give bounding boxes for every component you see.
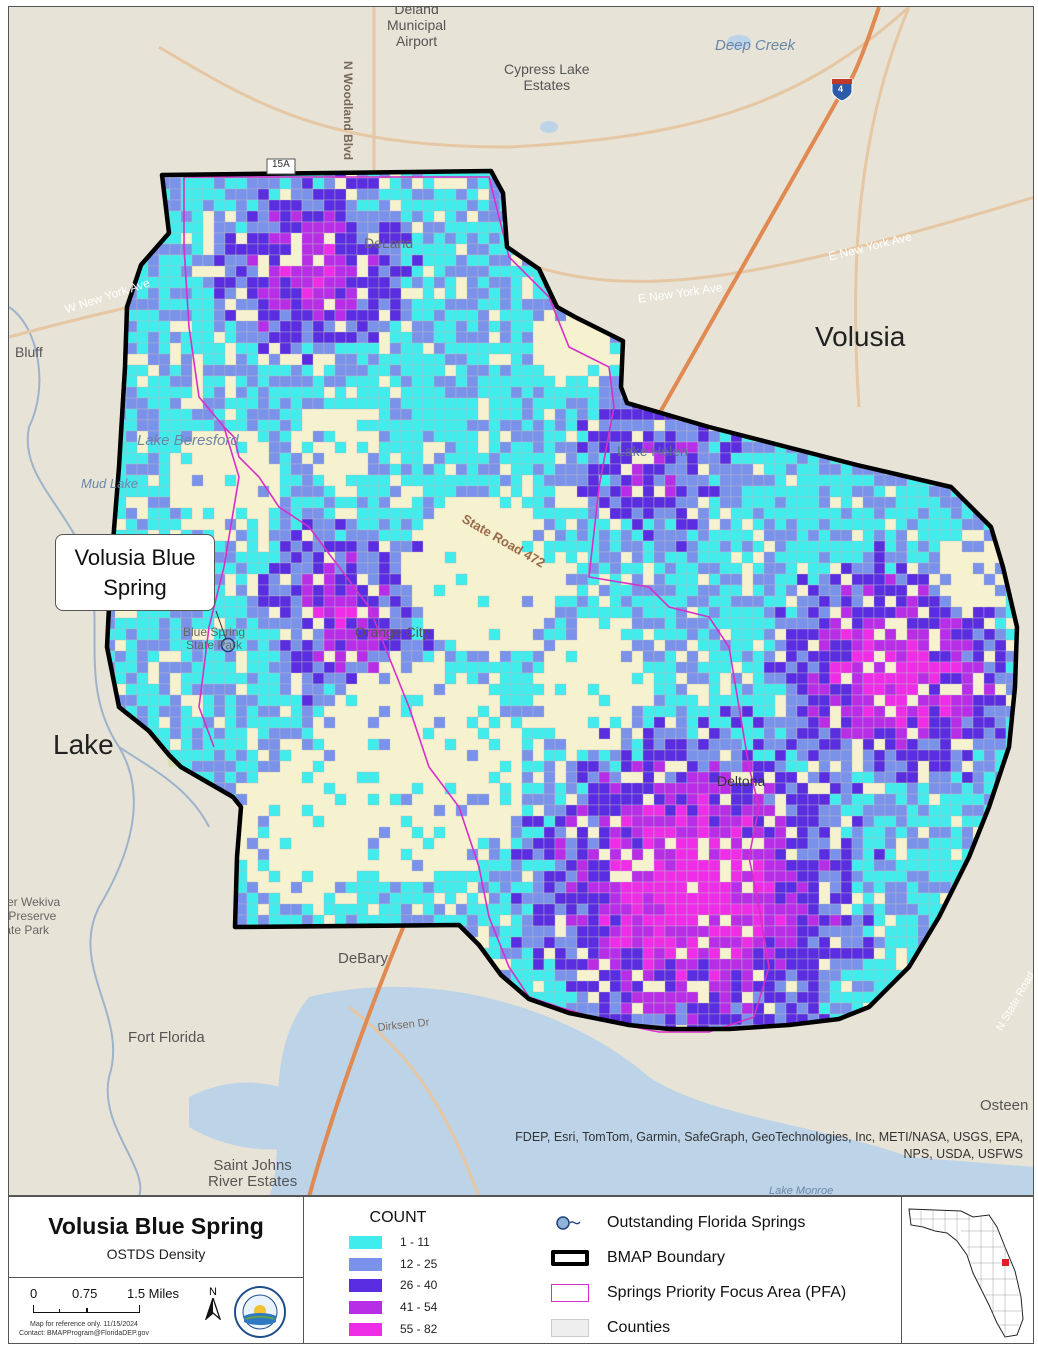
legend-divider-1 <box>303 1197 304 1343</box>
counties-swatch <box>549 1317 591 1339</box>
place-label-osteen: Osteen <box>980 1097 1029 1114</box>
count-class-4: 41 - 54 <box>349 1299 437 1315</box>
spring-marker-icon[interactable] <box>215 610 236 653</box>
florida-locator-icon <box>908 1208 1024 1338</box>
legend-label-counties: Counties <box>607 1319 671 1336</box>
place-label-debary: DeBary <box>338 950 389 967</box>
place-label-lake-helen: Lake Helen <box>617 443 688 459</box>
count-label-1: 1 - 11 <box>400 1235 430 1249</box>
place-label-deland: DeLand <box>364 235 414 251</box>
place-label-saint-johns: Saint Johns River Estates <box>208 1157 298 1190</box>
count-class-2: 12 - 25 <box>349 1256 437 1272</box>
legend-label-bmap: BMAP Boundary <box>607 1249 725 1266</box>
legend-panel: Volusia Blue Spring OSTDS Density 0 0.75… <box>8 1196 1034 1344</box>
count-class-1: 1 - 11 <box>349 1234 430 1250</box>
map-note: Map for reference only. 11/15/2024 Conta… <box>19 1321 149 1337</box>
county-label-volusia: Volusia <box>815 321 906 352</box>
place-label-deland-airport: Deland Municipal Airport <box>387 6 447 49</box>
count-legend: COUNT 1 - 11 12 - 25 26 - 40 41 - 54 55 … <box>303 1197 499 1343</box>
count-class-3: 26 - 40 <box>349 1277 437 1293</box>
title-panel: Volusia Blue Spring OSTDS Density <box>9 1197 303 1277</box>
spring-callout[interactable]: Volusia Blue Spring <box>55 534 215 611</box>
pfa-boundary-west <box>198 426 240 748</box>
count-swatch-5 <box>349 1322 382 1336</box>
map-credits: FDEP, Esri, TomTom, Garmin, SafeGraph, G… <box>515 1130 1023 1161</box>
scale-bar-mid-tick <box>86 1308 88 1313</box>
place-label-wekiva: ver Wekiva r Preserve tate Park <box>8 895 61 937</box>
interstate-shield-icon <box>831 78 853 102</box>
locator-map <box>901 1197 1033 1343</box>
water-label-deep-creek: Deep Creek <box>715 37 796 54</box>
bmap-boundary <box>104 168 1020 1032</box>
scale-tick-mid: 0.75 <box>72 1286 98 1301</box>
locator-highlight <box>1002 1259 1009 1266</box>
road-label-i4: 4 <box>838 84 844 94</box>
legend-item-bmap: BMAP Boundary <box>549 1246 725 1270</box>
us-highway-shield-icon <box>266 158 296 175</box>
water-label-lake-monroe: Lake Monroe <box>769 1185 834 1196</box>
count-label-5: 55 - 82 <box>400 1322 438 1336</box>
legend-label-springs: Outstanding Florida Springs <box>607 1214 806 1231</box>
count-class-5: 55 - 82 <box>349 1321 437 1337</box>
scale-bar-quarter-tick <box>59 1309 60 1313</box>
place-label-deltona: Deltona <box>717 773 766 789</box>
county-label-lake: Lake <box>53 729 114 760</box>
map-title: Volusia Blue Spring <box>48 1213 264 1239</box>
rivers <box>9 306 210 1195</box>
water-label-lake-beresford: Lake Beresford <box>137 432 239 449</box>
legend-item-counties: Counties <box>549 1316 670 1340</box>
count-heading: COUNT <box>369 1209 427 1226</box>
count-swatch-3 <box>349 1278 382 1292</box>
map-frame[interactable]: Deland Municipal Airport Cypress Lake Es… <box>8 6 1034 1196</box>
place-label-blue-spring-park: Blue Spring State Park <box>183 625 246 652</box>
north-arrow-icon: N <box>203 1286 223 1323</box>
scale-panel: 0 0.75 1.5 Miles Map for reference only.… <box>9 1277 303 1344</box>
scale-tick-0: 0 <box>30 1286 38 1301</box>
count-swatch-1 <box>349 1235 382 1249</box>
water-bodies <box>189 35 1033 1195</box>
place-label-bluff: Bluff <box>15 344 43 360</box>
pfa-boundary-swatch <box>549 1282 591 1304</box>
count-swatch-4 <box>349 1300 382 1314</box>
legend-divider-2 <box>901 1197 902 1343</box>
water-label-mud-lake: Mud Lake <box>81 476 139 491</box>
place-label-orange-city: Orange City <box>355 624 430 640</box>
place-label-fort-florida: Fort Florida <box>128 1029 205 1046</box>
spring-marker-icon <box>549 1212 591 1234</box>
count-label-3: 26 - 40 <box>400 1278 438 1292</box>
count-label-4: 41 - 54 <box>400 1300 438 1314</box>
map-subtitle: OSTDS Density <box>106 1246 206 1262</box>
road-label-n-woodland: N Woodland Blvd <box>341 61 355 161</box>
road-label-us-15a: 15A <box>272 159 290 170</box>
legend-item-springs: Outstanding Florida Springs <box>549 1211 805 1235</box>
count-swatch-2 <box>349 1257 382 1271</box>
count-label-2: 12 - 25 <box>400 1257 438 1271</box>
scale-tick-end: 1.5 Miles <box>127 1286 180 1301</box>
place-label-cypress-lake: Cypress Lake Estates <box>504 61 590 93</box>
symbol-legend: Outstanding Florida Springs BMAP Boundar… <box>499 1197 901 1343</box>
bmap-boundary-swatch <box>549 1247 591 1269</box>
legend-label-pfa: Springs Priority Focus Area (PFA) <box>607 1284 847 1301</box>
dep-logo-icon <box>234 1286 286 1338</box>
legend-item-pfa: Springs Priority Focus Area (PFA) <box>549 1281 846 1305</box>
